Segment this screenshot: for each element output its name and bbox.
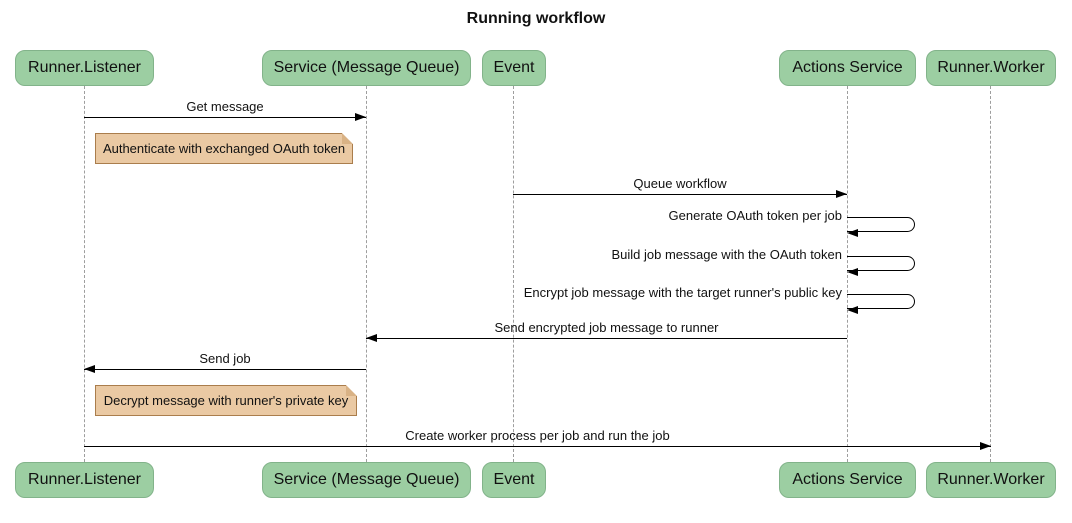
note-decrypt: Decrypt message with runner's private ke… (95, 385, 357, 416)
self-message-label-encrypt-job-message: Encrypt job message with the target runn… (523, 285, 842, 300)
message-send-job: Send job (84, 350, 366, 373)
note-label: Authenticate with exchanged OAuth token (102, 141, 346, 156)
participant-label: Runner.Worker (937, 471, 1045, 488)
note-fold-icon (342, 133, 353, 144)
note-authenticate: Authenticate with exchanged OAuth token (95, 133, 353, 164)
participant-service-message-queue-top: Service (Message Queue) (262, 50, 471, 86)
participant-actions-service-top: Actions Service (779, 50, 916, 86)
arrow-left-icon (84, 365, 366, 373)
message-create-worker: Create worker process per job and run th… (84, 427, 991, 450)
message-label: Get message (186, 99, 264, 114)
participant-actions-service-bottom: Actions Service (779, 462, 916, 498)
arrow-left-icon (366, 334, 847, 342)
participant-label: Actions Service (792, 471, 903, 488)
message-send-encrypted-job: Send encrypted job message to runner (366, 319, 847, 342)
note-label: Decrypt message with runner's private ke… (103, 393, 349, 408)
participant-label: Runner.Worker (937, 59, 1045, 76)
diagram-title: Running workflow (466, 10, 606, 27)
lifeline-runner-worker (990, 86, 991, 462)
participant-runner-worker-top: Runner.Worker (926, 50, 1056, 86)
self-message-arrow-icon (847, 294, 915, 314)
arrow-right-icon (84, 442, 991, 450)
arrow-right-icon (84, 113, 366, 121)
self-message-label-generate-token: Generate OAuth token per job (668, 208, 842, 223)
participant-event-bottom: Event (482, 462, 546, 498)
message-queue-workflow: Queue workflow (513, 175, 847, 198)
participant-label: Service (Message Queue) (273, 471, 460, 488)
participant-label: Event (493, 471, 535, 488)
participant-label: Event (493, 59, 535, 76)
participant-runner-listener-top: Runner.Listener (15, 50, 154, 86)
self-message-label-build-job-message: Build job message with the OAuth token (611, 247, 842, 262)
message-get-message: Get message (84, 98, 366, 121)
message-label: Send encrypted job message to runner (494, 320, 719, 335)
participant-label: Runner.Listener (28, 59, 141, 76)
participant-runner-worker-bottom: Runner.Worker (926, 462, 1056, 498)
participant-runner-listener-bottom: Runner.Listener (15, 462, 154, 498)
participant-service-message-queue-bottom: Service (Message Queue) (262, 462, 471, 498)
lifeline-runner-listener (84, 86, 85, 462)
self-message-arrow-icon (847, 217, 915, 237)
participant-label: Runner.Listener (28, 471, 141, 488)
self-message-arrow-icon (847, 256, 915, 276)
arrow-right-icon (513, 190, 847, 198)
note-fold-icon (346, 385, 357, 396)
participant-label: Service (Message Queue) (273, 59, 460, 76)
participant-label: Actions Service (792, 59, 903, 76)
message-label: Queue workflow (633, 176, 727, 191)
message-label: Create worker process per job and run th… (405, 428, 670, 443)
message-label: Send job (199, 351, 251, 366)
lifeline-service-message-queue (366, 86, 367, 462)
participant-event-top: Event (482, 50, 546, 86)
lifeline-event (513, 86, 514, 462)
